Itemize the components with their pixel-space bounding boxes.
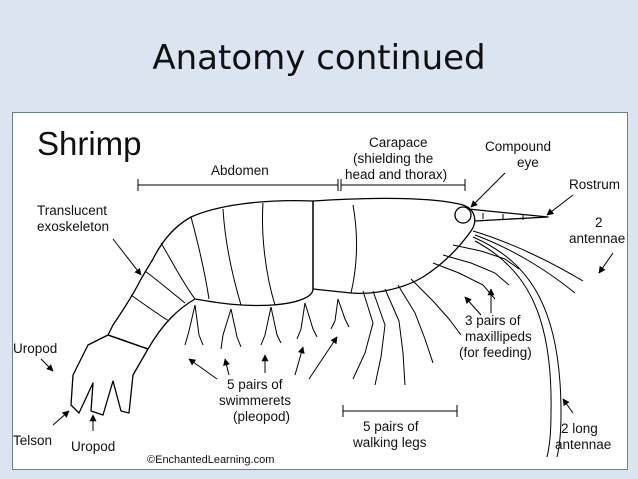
label-maxillipeds-line1: 3 pairs of bbox=[465, 313, 521, 328]
antennae-shape bbox=[472, 230, 584, 294]
slide-title: Anatomy continued bbox=[152, 38, 486, 78]
compound-eye-label-group: Compound eye bbox=[470, 139, 551, 208]
walking-legs-label-group: 5 pairs of walking legs bbox=[342, 405, 458, 450]
abdomen-shape bbox=[107, 200, 314, 350]
abdomen-label-group: Abdomen bbox=[137, 163, 339, 191]
label-exoskeleton-line1: Translucent bbox=[37, 203, 107, 218]
carapace-shape bbox=[312, 197, 476, 295]
label-maxillipeds-line2: maxillipeds bbox=[465, 329, 532, 344]
carapace-label-group: Carapace (shielding the head and thorax) bbox=[340, 135, 466, 191]
credit-text: ©EnchantedLearning.com bbox=[147, 454, 274, 466]
maxillipeds-shape bbox=[432, 244, 520, 300]
maxillipeds-label-group: 3 pairs of maxillipeds (for feeding) bbox=[459, 288, 532, 360]
shrimp-diagram: Shrimp bbox=[13, 125, 625, 466]
label-long-antennae-line1: 2 long bbox=[561, 421, 598, 436]
antennae-label-group: 2 antennae bbox=[569, 215, 625, 274]
label-compound-eye-line1: Compound bbox=[485, 139, 551, 154]
exoskeleton-label-group: Translucent exoskeleton bbox=[37, 203, 142, 276]
label-long-antennae-line2: antennae bbox=[555, 437, 611, 452]
telson-label-group: Telson bbox=[13, 410, 70, 448]
label-telson: Telson bbox=[13, 433, 52, 448]
swimmerets-label-group: 5 pairs of swimmerets (pleopod) bbox=[188, 336, 338, 424]
label-exoskeleton-line2: exoskeleton bbox=[37, 219, 109, 234]
label-carapace-line1: Carapace bbox=[369, 135, 428, 150]
long-antennae-label-group: 2 long antennae bbox=[555, 398, 611, 452]
label-carapace-line3: head and thorax) bbox=[345, 167, 447, 182]
label-uropod-left: Uropod bbox=[13, 341, 57, 356]
label-antennae-line2: antennae bbox=[569, 231, 625, 246]
label-swimmerets-line3: (pleopod) bbox=[233, 409, 290, 424]
shrimp-illustration bbox=[70, 197, 584, 458]
label-swimmerets-line2: swimmerets bbox=[219, 393, 291, 408]
uropod-bottom-label-group: Uropod bbox=[71, 414, 115, 454]
label-maxillipeds-line3: (for feeding) bbox=[459, 345, 532, 360]
shrimp-diagram-panel: Shrimp bbox=[12, 112, 628, 470]
label-swimmerets-line1: 5 pairs of bbox=[227, 377, 283, 392]
label-uropod-bottom: Uropod bbox=[71, 439, 115, 454]
uropod-left-label-group: Uropod bbox=[13, 341, 57, 372]
compound-eye-shape bbox=[454, 206, 472, 224]
label-abdomen: Abdomen bbox=[211, 163, 269, 178]
diagram-heading: Shrimp bbox=[37, 125, 142, 162]
swimmerets-shape bbox=[184, 298, 350, 350]
long-antennae-shape bbox=[472, 236, 562, 458]
label-compound-eye-line2: eye bbox=[517, 155, 539, 170]
label-walking-legs-line2: walking legs bbox=[352, 435, 427, 450]
label-carapace-line2: (shielding the bbox=[353, 151, 433, 166]
rostrum-label-group: Rostrum bbox=[546, 177, 620, 216]
tail-fan-shape bbox=[70, 334, 149, 416]
label-rostrum: Rostrum bbox=[569, 177, 620, 192]
rostrum-shape bbox=[467, 208, 549, 222]
walking-legs-shape bbox=[352, 278, 462, 386]
label-antennae-line1: 2 bbox=[595, 215, 603, 230]
label-walking-legs-line1: 5 pairs of bbox=[363, 419, 419, 434]
